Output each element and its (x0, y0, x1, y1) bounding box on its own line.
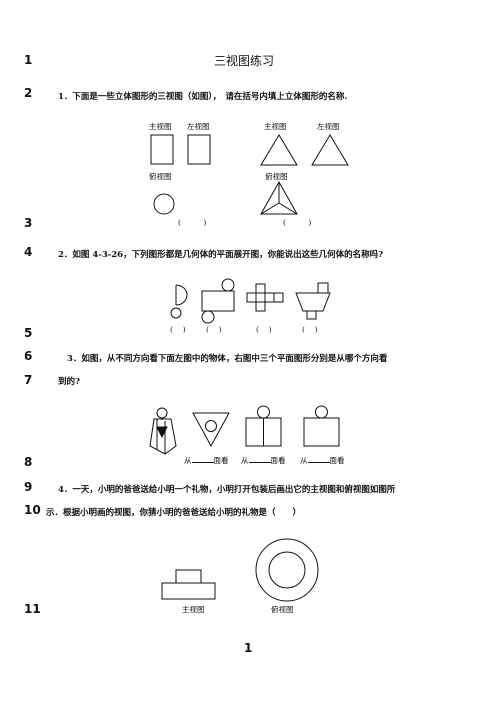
q2-cone-net (170, 284, 188, 319)
line-number: 2 (24, 86, 33, 100)
answer-blank (248, 455, 271, 463)
q2-answer-4: ( ) (302, 325, 318, 334)
q1-left-answer: ( ) (178, 218, 207, 227)
q1-pyramid-views (260, 134, 349, 215)
q2-answer-3: ( ) (256, 325, 272, 334)
question-3-text-line2: 到的? (58, 377, 80, 387)
q2-answer-1: ( ) (170, 325, 186, 334)
line-number: 7 (24, 373, 33, 387)
q1-top-circle (153, 193, 175, 215)
line-number: 6 (24, 349, 33, 363)
q3-view-triangle-circle (192, 412, 230, 448)
q3-view-suffix: 面看 (213, 456, 229, 465)
q1-left-front-label: 主视图 (149, 122, 172, 131)
q1-side-rectangle (187, 134, 211, 165)
question-4-text-line2: 示．根据小明画的视图，你猜小明的爸爸送给小明的礼物是（ ） (46, 508, 302, 518)
question-3-text-line1: 3．如图，从不同方向看下面左图中的物体，右图中三个平面图形分别是从哪个方向看 (67, 354, 388, 364)
line-number: 5 (24, 326, 33, 340)
line-number: 8 (24, 455, 33, 469)
q3-view-suffix: 面看 (270, 456, 286, 465)
q3-view-rectangle-circle (303, 405, 340, 447)
question-4-text-line1: 4．一天，小明的爸爸送给小明一个礼物，小明打开包装后画出它的主视图和俯视图如图所 (58, 485, 396, 495)
q4-front-view-label: 主视图 (182, 605, 205, 614)
answer-blank (191, 455, 214, 463)
q3-view-prefix: 从 (300, 456, 308, 465)
line-number: 3 (24, 216, 33, 230)
q4-top-view-label: 俯视图 (271, 605, 294, 614)
q2-cube-net (246, 283, 284, 312)
q3-view-label-2: 从 面看 (241, 455, 286, 466)
q3-view-label-1: 从 面看 (184, 455, 229, 466)
q1-side-triangle (311, 134, 349, 166)
page-number: 1 (244, 641, 253, 655)
q2-answer-2: ( ) (206, 325, 222, 334)
q3-view-prefix: 从 (184, 456, 192, 465)
line-number: 11 (24, 602, 41, 616)
q1-left-top-label: 俯视图 (149, 172, 172, 181)
line-number: 10 (24, 503, 41, 517)
q4-top-view (255, 538, 319, 602)
q1-front-rectangle (150, 134, 174, 165)
q3-view-split-rectangle (245, 405, 282, 447)
q1-right-top-label: 俯视图 (265, 172, 288, 181)
q1-front-triangle (260, 134, 298, 166)
answer-blank (307, 455, 330, 463)
q1-top-triangle (260, 180, 298, 215)
line-number: 4 (24, 245, 33, 259)
q1-right-side-label: 左视图 (317, 122, 340, 131)
q3-view-label-3: 从 面看 (300, 455, 345, 466)
q3-object-sketch (149, 407, 177, 455)
question-2-text: 2．如图 4-3-26，下列图形都是几何体的平面展开图，你能说出这些几何体的名称… (58, 250, 384, 260)
q1-left-side-label: 左视图 (187, 122, 210, 131)
q1-right-answer: ( ) (283, 218, 312, 227)
q2-cylinder-net (201, 278, 235, 324)
q3-view-suffix: 面看 (329, 456, 345, 465)
question-1-text: 1．下面是一些立体图形的三视图（如图）， 请在括号内填上立体图形的名称. (58, 92, 348, 102)
line-number: 9 (24, 480, 33, 494)
q2-frustum-net (295, 282, 331, 320)
q4-front-view (161, 569, 216, 600)
q1-right-front-label: 主视图 (264, 122, 287, 131)
line-number: 1 (24, 53, 33, 67)
q3-view-prefix: 从 (241, 456, 249, 465)
q1-cylinder-views (150, 134, 211, 215)
page-title: 三视图练习 (214, 54, 275, 68)
